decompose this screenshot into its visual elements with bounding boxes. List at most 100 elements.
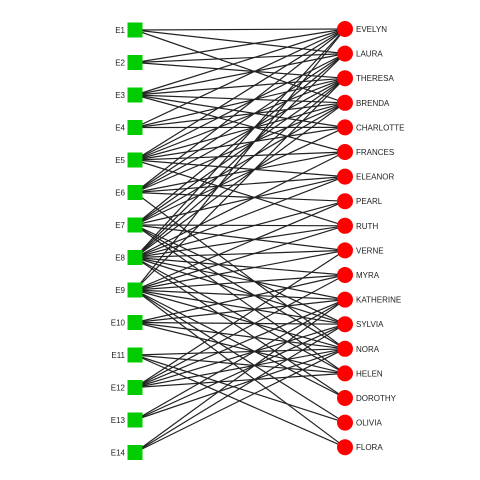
edge-e8-dorothy [134,257,346,399]
woman-node-verne [337,242,353,259]
edge-e7-charlotte [134,126,346,226]
woman-node-olivia [337,414,353,431]
woman-label-nora: NORA [356,345,380,354]
edge-e8-eleanor [134,176,346,259]
edge-e4-brenda [134,102,346,129]
edge-e2-laura [134,53,346,64]
event-node-e7 [127,217,143,233]
edge-e7-sylvia [134,224,346,325]
event-node-e9 [127,282,143,298]
edge-e5-theresa [134,77,346,161]
edge-e5-frances [134,151,346,161]
edge-e7-laura [134,53,346,226]
edge-e5-ruth [134,159,346,227]
woman-node-myra [337,267,353,283]
edge-e7-ruth [134,224,346,227]
edge-e13-sylvia [134,323,346,421]
woman-label-olivia: OLIVIA [356,419,382,428]
woman-node-laura [337,45,353,62]
woman-node-theresa [337,70,353,87]
edge-e11-flora [134,354,346,448]
edge-e6-eleanor [134,176,346,194]
woman-node-flora [337,439,353,456]
edge-e5-laura [134,53,346,161]
edge-e9-pearl [134,200,346,291]
event-node-e13 [127,412,143,428]
edge-e7-helen [134,224,346,374]
event-label-e10: E10 [111,319,126,328]
woman-label-charlotte: CHARLOTTE [356,123,404,132]
woman-label-brenda: BRENDA [356,99,390,108]
edge-e9-nora [134,289,346,350]
edge-e6-brenda [134,102,346,194]
woman-node-charlotte [337,119,353,136]
edge-e3-laura [134,53,346,96]
woman-node-eleanor [337,168,353,185]
event-label-e7: E7 [115,221,125,230]
woman-label-myra: MYRA [356,271,380,280]
edge-e9-olivia [134,289,346,424]
event-node-e4 [127,120,143,135]
event-node-e2 [127,55,143,70]
woman-label-eleanor: ELEANOR [356,173,394,182]
woman-label-verne: VERNE [356,246,384,255]
woman-label-katherine: KATHERINE [356,296,401,305]
edge-e9-ruth [134,225,346,291]
woman-node-brenda [337,94,353,111]
edge-e3-brenda [134,94,346,104]
edge-e12-myra [134,274,346,389]
edge-e13-nora [134,348,346,421]
woman-node-sylvia [337,316,353,333]
woman-node-frances [337,144,353,160]
edge-e3-frances [134,94,346,153]
woman-label-laura: LAURA [356,50,383,59]
edge-e2-evelyn [134,28,346,64]
edge-e8-myra [134,256,346,276]
event-node-e5 [127,152,143,168]
edge-e5-eleanor [134,159,346,178]
woman-label-ruth: RUTH [356,222,378,231]
edge-e9-myra [134,274,346,291]
edge-e8-sylvia [134,256,346,325]
edge-e10-sylvia [134,321,346,325]
woman-label-helen: HELEN [356,369,383,378]
event-node-e1 [127,22,143,38]
event-node-e14 [127,445,143,460]
edge-e8-pearl [134,200,346,259]
edge-e13-katherine [134,299,346,421]
event-label-e9: E9 [115,286,125,295]
edge-e10-katherine [134,299,346,324]
edge-e10-nora [134,321,346,350]
woman-label-pearl: PEARL [356,197,383,206]
woman-label-sylvia: SYLVIA [356,320,384,329]
edge-e5-charlotte [134,126,346,161]
edge-e1-brenda [134,29,346,104]
woman-label-evelyn: EVELYN [356,25,387,34]
edge-e3-theresa [134,77,346,96]
edge-e4-theresa [134,77,346,129]
edge-e9-evelyn [134,28,346,291]
edge-e4-evelyn [134,28,346,129]
woman-label-frances: FRANCES [356,148,394,157]
edge-e1-evelyn [134,28,346,31]
edge-e6-frances [134,151,346,194]
edge-e2-theresa [134,61,346,79]
event-label-e6: E6 [115,189,125,198]
node-layer: E1E2E3E4E5E6E7E8E9E10E11E12E13E14EVELYNL… [111,21,404,460]
edge-e5-brenda [134,102,346,161]
event-node-e3 [127,87,143,103]
woman-node-dorothy [337,390,353,406]
edge-e1-laura [134,29,346,55]
edge-e7-verne [134,224,346,251]
event-label-e12: E12 [111,384,126,393]
event-label-e8: E8 [115,254,125,263]
edge-e5-evelyn [134,28,346,161]
edge-e3-evelyn [134,28,346,96]
event-label-e1: E1 [115,26,125,35]
edge-e3-charlotte [134,94,346,128]
edge-e9-dorothy [134,289,346,399]
woman-label-dorothy: DOROTHY [356,394,397,403]
woman-node-ruth [337,217,353,234]
edge-e11-helen [134,354,346,374]
